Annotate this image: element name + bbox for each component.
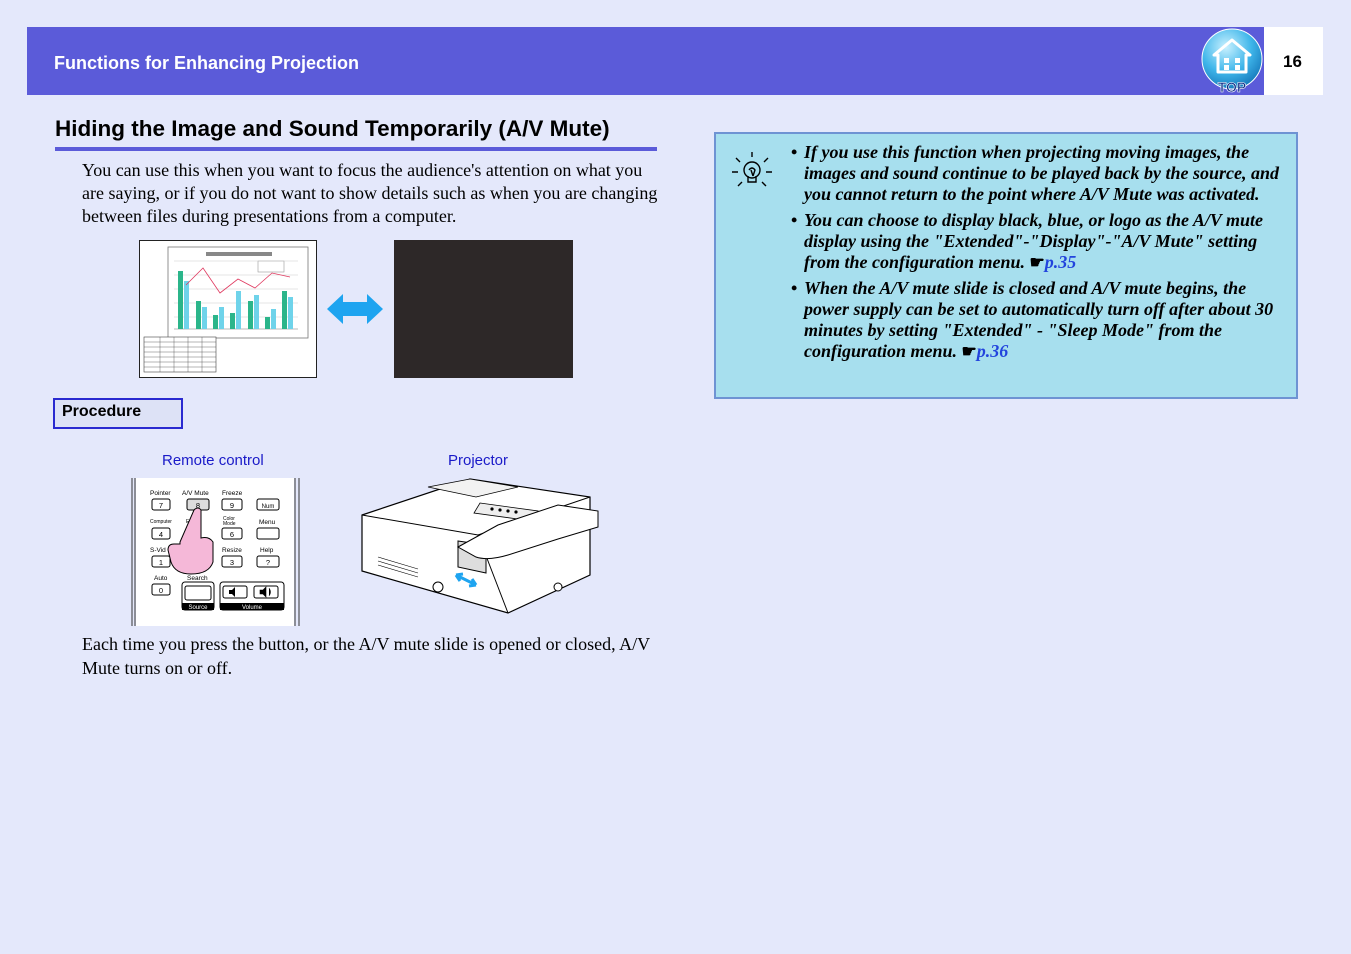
svg-text:3: 3	[230, 558, 234, 567]
chapter-title: Functions for Enhancing Projection	[54, 53, 360, 73]
svg-text:Resize: Resize	[222, 547, 242, 554]
svg-text:Color: Color	[223, 516, 235, 522]
projector-illustration	[358, 475, 603, 623]
svg-text:9: 9	[230, 501, 234, 510]
pointing-hand-icon: ☛	[961, 342, 977, 361]
lightbulb-tip-icon	[732, 152, 772, 187]
svg-text:8: 8	[196, 501, 200, 510]
section-title: Hiding the Image and Sound Temporarily (…	[55, 116, 610, 141]
svg-text:Mode: Mode	[223, 521, 236, 527]
remote-control-illustration: Pointer A/V Mute Freeze 7 8 9 Num Comput…	[128, 478, 303, 626]
tip-item: When the A/V mute slide is closed and A/…	[790, 278, 1285, 362]
svg-text:Menu: Menu	[259, 519, 276, 526]
pointing-hand-icon: ☛	[1029, 253, 1045, 272]
svg-text:S-Vid: S-Vid	[150, 547, 166, 554]
tip-list: If you use this function when projecting…	[790, 142, 1285, 367]
home-top-icon: TOP	[1201, 28, 1263, 95]
remote-control-caption: Remote control	[162, 452, 264, 469]
tip-text: When the A/V mute slide is closed and A/…	[804, 278, 1274, 361]
svg-text:6: 6	[230, 530, 234, 539]
tip-text: You can choose to display black, blue, o…	[804, 210, 1264, 272]
page-reference-link[interactable]: ☛p.36	[961, 341, 1009, 361]
header-bar: Functions for Enhancing Projection	[27, 27, 1264, 95]
page-number-box: 16	[1264, 27, 1323, 95]
svg-text:Auto: Auto	[154, 575, 168, 582]
result-paragraph: Each time you press the button, or the A…	[82, 634, 650, 678]
svg-text:Source: Source	[188, 605, 208, 611]
intro-paragraph: You can use this when you want to focus …	[82, 160, 658, 226]
key-avmute-label: A/V Mute	[182, 490, 209, 497]
svg-text:4: 4	[159, 530, 163, 539]
svg-text:Num: Num	[262, 504, 275, 510]
double-arrow-icon	[327, 294, 383, 324]
tip-text: If you use this function when projecting…	[804, 142, 1280, 204]
svg-text:Volume: Volume	[242, 605, 263, 611]
top-label: TOP	[1218, 79, 1247, 94]
svg-text:Computer: Computer	[150, 519, 172, 525]
section-underline	[55, 147, 657, 151]
svg-text:1: 1	[159, 558, 163, 567]
page-reference-link[interactable]: ☛p.35	[1029, 252, 1077, 272]
svg-text:7: 7	[159, 501, 163, 510]
svg-text:Search: Search	[187, 575, 208, 582]
svg-text:?: ?	[266, 558, 270, 567]
tip-item: If you use this function when projecting…	[790, 142, 1285, 205]
top-button[interactable]: TOP	[1200, 28, 1264, 95]
muted-black-screen	[394, 240, 573, 378]
svg-text:0: 0	[159, 586, 163, 595]
page-number: 16	[1283, 52, 1302, 71]
projected-image-illustration	[139, 240, 317, 378]
procedure-label: Procedure	[53, 398, 183, 429]
key-pointer-label: Pointer	[150, 490, 171, 497]
key-freeze-label: Freeze	[222, 490, 243, 497]
projector-caption: Projector	[448, 452, 509, 469]
svg-text:Help: Help	[260, 547, 274, 554]
tip-item: You can choose to display black, blue, o…	[790, 210, 1285, 273]
